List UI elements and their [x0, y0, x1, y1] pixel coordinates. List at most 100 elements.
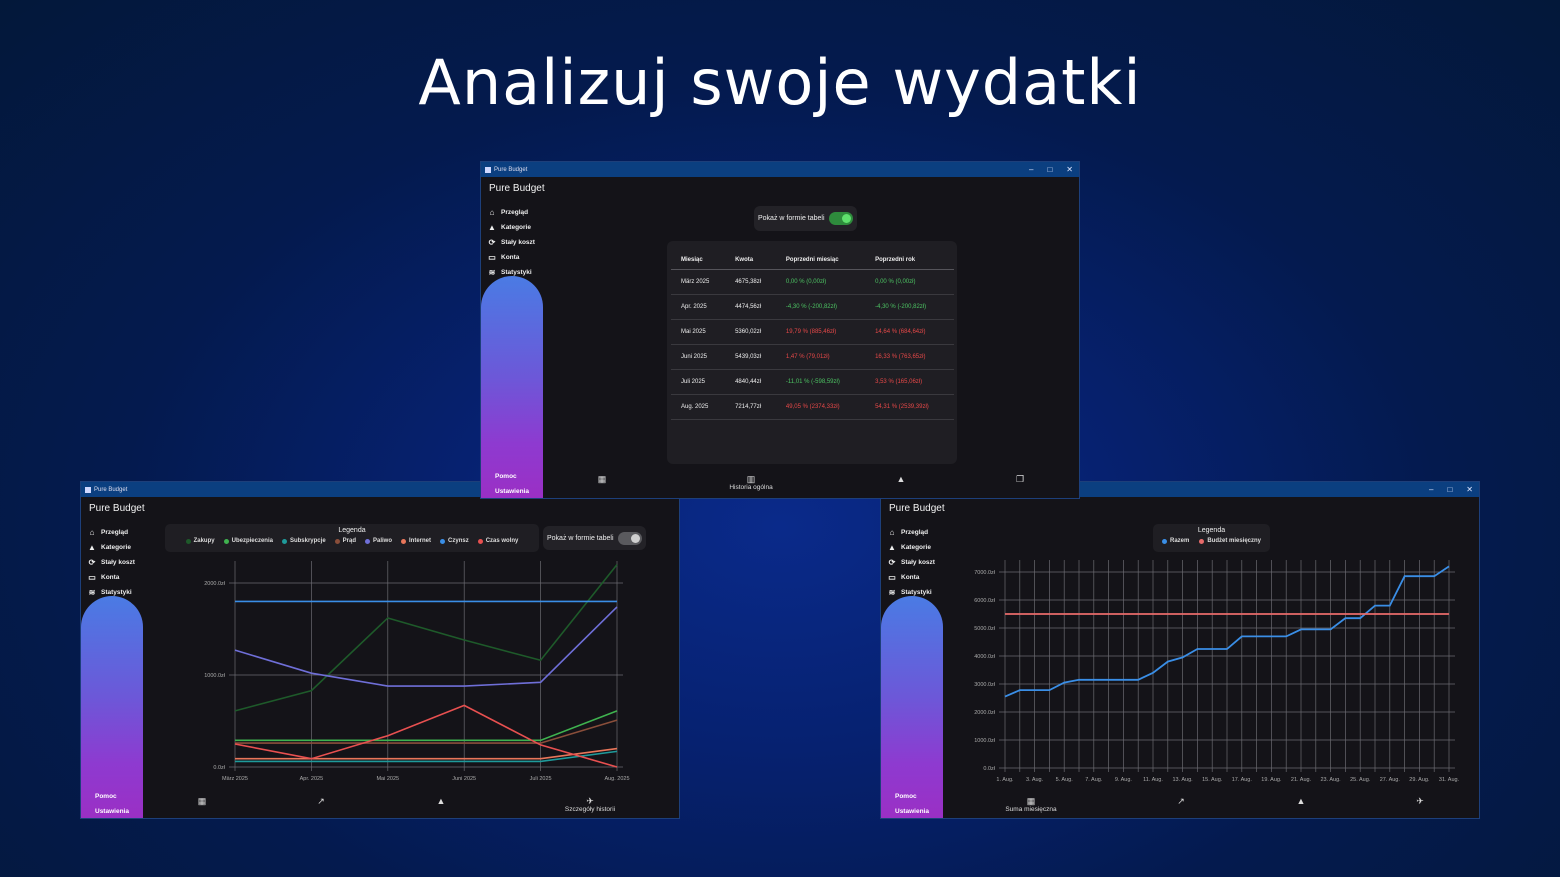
- legend-item[interactable]: Ubezpieczenia: [223, 538, 273, 544]
- series-line: [234, 606, 618, 687]
- legend-swatch: [1199, 538, 1205, 544]
- legend-item[interactable]: Prąd: [334, 538, 356, 544]
- bottom-tab-shapes[interactable]: ▲: [1297, 796, 1306, 806]
- app-icon: [85, 486, 91, 493]
- sidebar-item-home[interactable]: ⌂Przegląd: [487, 205, 535, 220]
- x-tick-label: 13. Aug.: [1173, 777, 1194, 783]
- bottom-tab-calendar[interactable]: ▦Suma miesięczna: [1005, 796, 1056, 813]
- help-link[interactable]: Pomoc: [895, 793, 917, 800]
- sidebar-item-chart[interactable]: ≋Statystyki: [87, 585, 135, 600]
- y-tick-label: 6000.0zł: [974, 598, 996, 604]
- sidebar-item-label: Stały koszt: [501, 239, 535, 246]
- sidebar-item-label: Kategorie: [101, 544, 131, 551]
- sidebar-item-label: Konta: [101, 574, 120, 581]
- series-line: [1004, 565, 1450, 698]
- legend-item[interactable]: Subskrypcje: [281, 538, 326, 544]
- legend-item[interactable]: Paliwo: [365, 538, 392, 544]
- x-tick-label: 17. Aug.: [1232, 777, 1253, 783]
- sidebar-item-wallet[interactable]: ▭ Konta: [887, 570, 935, 585]
- satellite-icon: ✈: [586, 796, 594, 806]
- legend-title: Legenda: [1197, 527, 1226, 534]
- bottom-tab-shapes[interactable]: ▲: [897, 474, 906, 484]
- app-title: Pure Budget: [89, 503, 145, 514]
- sidebar-item-sync[interactable]: ⟳Stały koszt: [87, 555, 135, 570]
- legend-swatch: [440, 538, 446, 544]
- sidebar-item-chart[interactable]: ≋Statystyki: [487, 265, 535, 280]
- x-tick-label: 19. Aug.: [1261, 777, 1282, 783]
- legend-title: Legenda: [338, 527, 366, 534]
- bottom-tab-satellite[interactable]: ✈: [1416, 796, 1424, 806]
- settings-link[interactable]: Ustawienia: [495, 488, 529, 495]
- x-tick-label: 5. Aug.: [1056, 777, 1074, 783]
- minimize-icon[interactable]: –: [1029, 165, 1034, 174]
- sidebar-item-home[interactable]: ⌂Przegląd: [87, 525, 135, 540]
- bottom-tab-label: Suma miesięczna: [1005, 806, 1057, 813]
- sidebar-item-shapes[interactable]: ▲Kategorie: [487, 220, 535, 235]
- close-icon[interactable]: ✕: [1466, 485, 1473, 494]
- legend-label: Paliwo: [373, 538, 393, 544]
- x-tick-label: 1. Aug.: [996, 777, 1014, 783]
- y-tick-label: 2000.0zł: [974, 710, 996, 716]
- sidebar-item-label: Kategorie: [901, 544, 931, 551]
- minimize-icon[interactable]: –: [1429, 485, 1434, 494]
- maximize-icon[interactable]: □: [1447, 485, 1453, 494]
- window-titlebar[interactable]: Pure Budget – □ ✕: [481, 162, 1079, 177]
- sidebar-item-home[interactable]: ⌂Przegląd: [887, 525, 935, 540]
- bottom-tab-trend[interactable]: ↗: [317, 796, 325, 806]
- col-header-prev-year: Poprzedni rok: [865, 251, 954, 270]
- legend-item[interactable]: Czas wolny: [477, 538, 518, 544]
- sidebar-item-sync[interactable]: ⟳ Stały koszt: [487, 235, 535, 250]
- bottom-tab-stack[interactable]: ❐: [1016, 474, 1024, 484]
- sidebar-item-wallet[interactable]: ▭Konta: [87, 570, 135, 585]
- bottom-tab-satellite[interactable]: ✈Szczegóły historii: [565, 796, 615, 813]
- help-link[interactable]: Pomoc: [495, 473, 517, 480]
- x-tick-label: 15. Aug.: [1202, 777, 1223, 783]
- help-link[interactable]: Pomoc: [95, 793, 117, 800]
- cell-amount: 4474,56zł: [725, 294, 776, 320]
- x-tick-label: Juli 2025: [530, 776, 552, 782]
- legend-item[interactable]: Czynsz: [440, 538, 469, 544]
- shapes-icon: ▲: [896, 474, 906, 484]
- sidebar-item-label: Konta: [901, 574, 920, 581]
- x-tick-label: Apr. 2025: [300, 776, 324, 782]
- legend-item[interactable]: Budżet miesięczny: [1199, 538, 1261, 544]
- bottom-tab-trend[interactable]: ↗: [1177, 796, 1185, 806]
- legend-item[interactable]: Zakupy: [185, 538, 215, 544]
- bottom-tab-calendar[interactable]: ▦: [598, 474, 607, 484]
- sidebar-item-sync[interactable]: ⟳Stały koszt: [887, 555, 935, 570]
- maximize-icon[interactable]: □: [1047, 165, 1053, 174]
- cell-prev-month: 19,79 % (885,46zł): [775, 319, 866, 345]
- table-toggle[interactable]: Pokaż w formie tabeli: [754, 206, 857, 231]
- bottom-tab-history[interactable]: ▥Historia ogólna: [729, 474, 772, 491]
- cell-amount: 4840,44zł: [725, 369, 776, 395]
- wallet-icon: ▭: [888, 573, 896, 582]
- cell-prev-month: 1,47 % (79,01zł): [775, 344, 866, 370]
- settings-link[interactable]: Ustawienia: [95, 808, 129, 815]
- sidebar-item-shapes[interactable]: ▲Kategorie: [887, 540, 935, 555]
- shapes-icon: ▲: [488, 223, 496, 232]
- x-tick-label: Mai 2025: [376, 776, 399, 782]
- table-switch[interactable]: [617, 531, 642, 545]
- sidebar-item-wallet[interactable]: ▭Konta: [487, 250, 535, 265]
- sidebar-item-label: Statystyki: [901, 589, 932, 596]
- cell-prev-year: 54,31 % (2539,39zł): [865, 394, 954, 420]
- sidebar-item-shapes[interactable]: ▲Kategorie: [87, 540, 135, 555]
- sync-icon: ⟳: [488, 238, 496, 247]
- sidebar-item-chart[interactable]: ≋Statystyki: [887, 585, 935, 600]
- bottom-tab-calendar[interactable]: ▦: [198, 796, 207, 806]
- col-header-month: Miesiąc: [671, 251, 726, 270]
- close-icon[interactable]: ✕: [1066, 165, 1073, 174]
- table-toggle[interactable]: Pokaż w formie tabeli: [543, 526, 646, 550]
- table-switch[interactable]: [828, 212, 853, 225]
- legend-swatch: [1161, 538, 1167, 544]
- cell-prev-month: 49,05 % (2374,33zł): [775, 394, 866, 420]
- legend-item[interactable]: Razem: [1161, 538, 1189, 544]
- cell-amount: 5360,02zł: [725, 319, 776, 345]
- cell-amount: 7214,77zł: [725, 394, 776, 420]
- legend-item[interactable]: Internet: [401, 538, 431, 544]
- settings-link[interactable]: Ustawienia: [895, 808, 929, 815]
- bottom-tab-shapes[interactable]: ▲: [437, 796, 446, 806]
- series-line: [235, 710, 618, 742]
